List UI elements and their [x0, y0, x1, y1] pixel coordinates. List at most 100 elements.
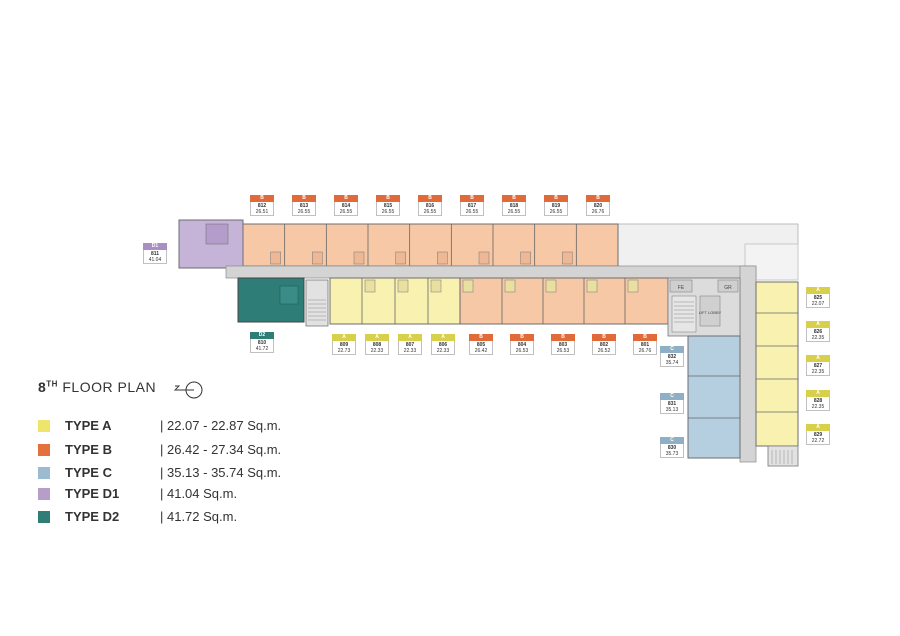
unit-type-label: B: [460, 195, 484, 202]
unit-type-label: B: [586, 195, 610, 202]
unit-number: 814: [341, 203, 351, 209]
unit-area: 26.52: [597, 348, 611, 354]
legend-name: TYPE D1: [65, 486, 120, 501]
unit-area: 26.42: [474, 348, 488, 354]
unit-area: 26.55: [381, 209, 395, 215]
legend-swatch-type-a: [38, 420, 50, 432]
unit-type-label: A: [431, 334, 455, 341]
gr-room: [717, 279, 739, 293]
unit-area: 22.73: [337, 348, 351, 354]
unit-area: 26.55: [465, 209, 479, 215]
legend-name: TYPE C: [65, 465, 112, 480]
unit-area: 22.33: [370, 348, 384, 354]
page-title: 8TH FLOOR PLAN: [38, 379, 156, 395]
unit-number: 820: [593, 203, 603, 209]
unit-type-label: D1: [143, 243, 167, 250]
legend-area: | 41.04 Sq.m.: [160, 486, 238, 501]
unit-number: 809: [339, 342, 349, 348]
floor-suffix: TH: [46, 379, 58, 389]
top-row-units: [242, 223, 619, 267]
unit-810-bath: [279, 285, 299, 305]
bathroom: [504, 279, 516, 293]
unit-type-label: B: [551, 334, 575, 341]
unit-area: 41.04: [148, 257, 162, 263]
unit-type-label: B: [510, 334, 534, 341]
legend-area: | 26.42 - 27.34 Sq.m.: [160, 442, 282, 457]
unit-number: 805: [476, 342, 486, 348]
legend-name: TYPE D2: [65, 509, 120, 524]
bathroom: [520, 251, 531, 265]
unit-number: 832: [667, 354, 677, 360]
unit-number: 829: [813, 432, 823, 438]
bathroom: [312, 251, 323, 265]
east-a-units: [755, 281, 799, 447]
unit-area: 26.55: [549, 209, 563, 215]
unit-type-label: B: [376, 195, 400, 202]
unit-type-label: A: [806, 355, 830, 362]
unit-type-label: B: [544, 195, 568, 202]
unit-type-label: C: [660, 393, 684, 400]
unit-area: 35.73: [665, 451, 679, 457]
unit-area: 26.55: [423, 209, 437, 215]
unit-number: 825: [813, 295, 823, 301]
unit-number: 819: [551, 203, 561, 209]
fe-room: [669, 279, 693, 293]
corridor-vertical: [739, 265, 757, 463]
unit-type-label: A: [332, 334, 356, 341]
unit-number: 830: [667, 445, 677, 451]
bathroom: [462, 279, 474, 293]
unit-number: 826: [813, 329, 823, 335]
unit-number: 817: [467, 203, 477, 209]
unit-number: 811: [150, 251, 160, 257]
unit-number: 802: [599, 342, 609, 348]
unit-type-label: B: [418, 195, 442, 202]
unit-area: 22.35: [811, 335, 825, 341]
unit-number: 804: [517, 342, 527, 348]
lift-lobby-label: LIFT LOBBY: [699, 310, 722, 315]
bathroom: [353, 251, 365, 265]
unit-type-label: B: [502, 195, 526, 202]
unit-type-label: A: [398, 334, 422, 341]
unit-area: 26.53: [515, 348, 529, 354]
unit-type-label: A: [806, 424, 830, 431]
unit-type-label: B: [469, 334, 493, 341]
unit-number: 812: [257, 203, 267, 209]
unit-type-label: C: [660, 346, 684, 353]
stair-core-west: [305, 279, 329, 327]
legend-name: TYPE B: [65, 442, 112, 457]
bathroom: [397, 279, 409, 293]
unit-area: 41.72: [255, 346, 269, 352]
bathroom: [478, 251, 490, 265]
unit-number: 815: [383, 203, 393, 209]
unit-area: 22.07: [811, 301, 825, 307]
unit-area: 22.33: [403, 348, 417, 354]
unit-area: 26.76: [591, 209, 605, 215]
unit-type-label: C: [660, 437, 684, 444]
legend-swatch-type-d2: [38, 511, 50, 523]
bathroom: [586, 279, 598, 293]
unit-area: 26.55: [507, 209, 521, 215]
unit-area: 22.35: [811, 404, 825, 410]
bathroom: [430, 279, 442, 293]
unit-type-label: A: [806, 390, 830, 397]
unit-type-label: B: [334, 195, 358, 202]
main-corridor: [225, 265, 757, 279]
